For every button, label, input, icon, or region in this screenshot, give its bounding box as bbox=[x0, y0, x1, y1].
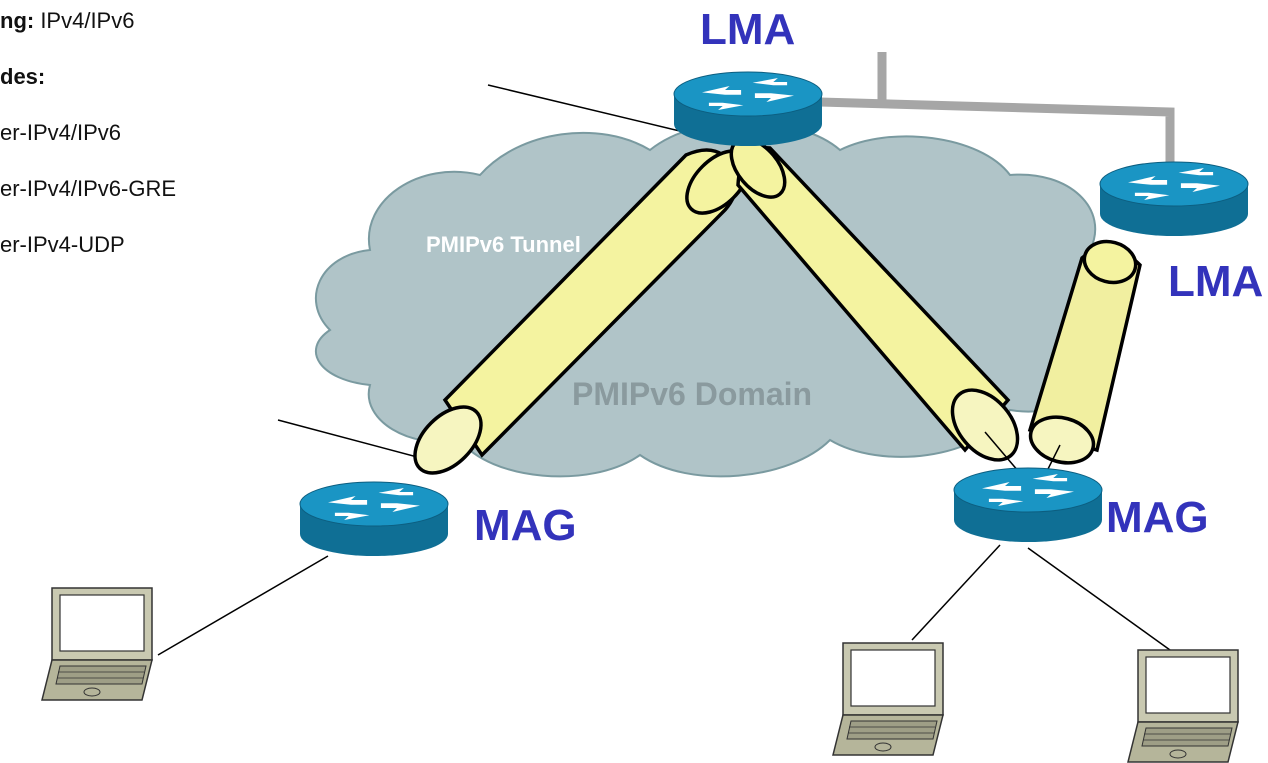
text-list-item: er-IPv4/IPv6 bbox=[0, 120, 122, 145]
text-list-item: er-IPv4-UDP bbox=[0, 232, 125, 257]
pmipv6-tunnel-lma2 bbox=[1027, 239, 1142, 465]
lma-right-router-icon bbox=[1099, 161, 1249, 237]
lma-top-label: LMA bbox=[700, 5, 795, 54]
text-line-1-bold: ng: bbox=[0, 8, 35, 33]
domain-label: PMIPv6 Domain bbox=[572, 376, 812, 412]
tunnel-label: PMIPv6 Tunnel bbox=[426, 232, 581, 257]
lma-right-label: LMA bbox=[1168, 257, 1263, 306]
pmipv6-tunnel-right bbox=[729, 137, 1020, 462]
host-link-right-1 bbox=[911, 544, 1001, 641]
laptop-left-icon bbox=[41, 587, 153, 701]
text-line-1-rest: IPv4/IPv6 bbox=[34, 8, 135, 33]
mag-left-router-icon bbox=[299, 481, 449, 557]
lma-link bbox=[819, 97, 1175, 170]
text-line-2: des: bbox=[0, 64, 45, 90]
callout-line-left bbox=[277, 419, 437, 463]
host-link-left bbox=[157, 555, 329, 656]
text-line-2-bold: des: bbox=[0, 64, 46, 89]
text-list-item: er-IPv4/IPv6-GRE bbox=[0, 176, 177, 201]
lma-top-router-icon bbox=[673, 71, 823, 147]
text-line-1: ng: IPv4/IPv6 bbox=[0, 8, 134, 34]
host-link-right-2 bbox=[1027, 547, 1171, 651]
laptop-right-2-icon bbox=[1127, 649, 1239, 763]
laptop-right-1-icon bbox=[832, 642, 944, 756]
mag-right-label: MAG bbox=[1106, 493, 1209, 542]
mag-right-router-icon bbox=[953, 467, 1103, 543]
mag-left-label: MAG bbox=[474, 501, 577, 550]
